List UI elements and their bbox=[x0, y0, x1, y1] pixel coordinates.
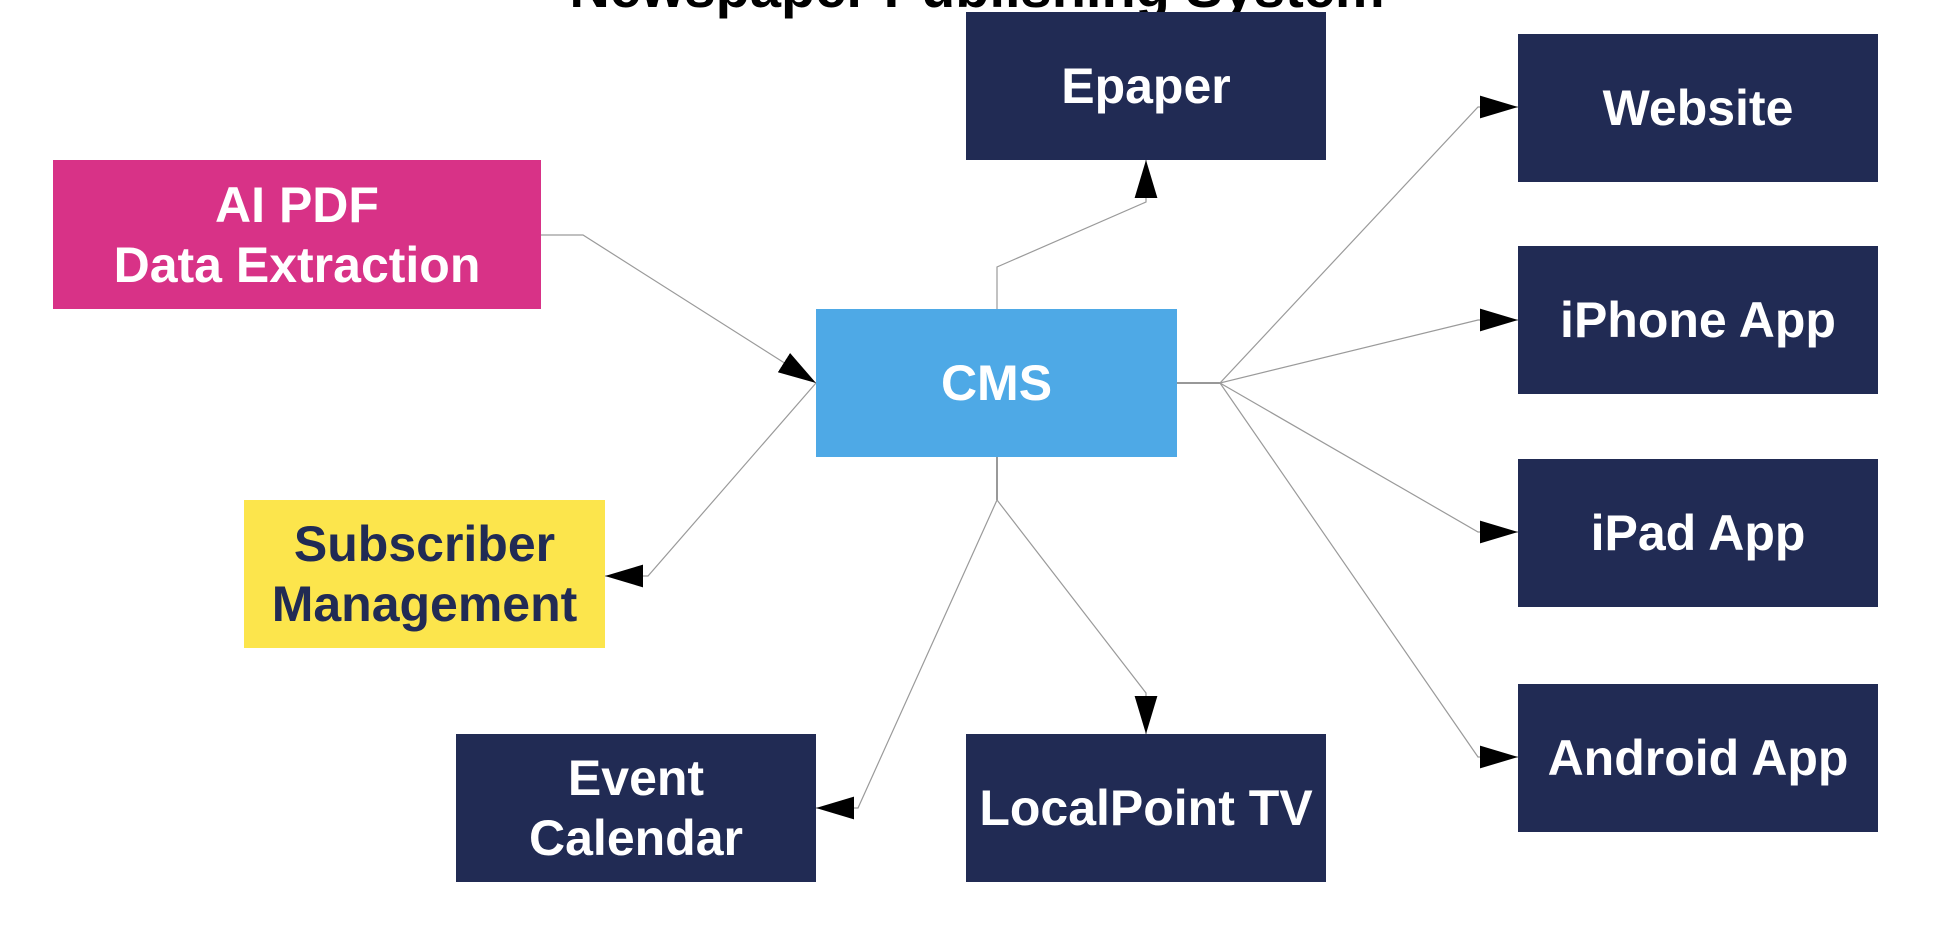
edge-cms-android bbox=[1219, 382, 1518, 769]
node-localpoint-tv: LocalPoint TV bbox=[966, 734, 1326, 882]
edge-cms-ipad bbox=[1219, 382, 1518, 544]
node-event-calendar: Event Calendar bbox=[456, 734, 816, 882]
node-epaper: Epaper bbox=[966, 12, 1326, 160]
edge-cms-event-calendar bbox=[816, 499, 998, 820]
diagram-title: Newspaper Publishing System bbox=[0, 0, 1954, 16]
node-ipad-app: iPad App bbox=[1518, 459, 1878, 607]
edge-cms-localpoint bbox=[996, 499, 1158, 734]
edge-cms-epaper bbox=[996, 160, 1158, 309]
edge-cms-iphone bbox=[1219, 308, 1518, 384]
edge-cms-subscriber bbox=[605, 346, 850, 588]
node-website: Website bbox=[1518, 34, 1878, 182]
node-iphone-app: iPhone App bbox=[1518, 246, 1878, 394]
edge-cms-website bbox=[1219, 95, 1518, 384]
edge-aipdf-cms bbox=[541, 234, 817, 384]
node-ai-pdf-data-extraction: AI PDF Data Extraction bbox=[53, 160, 541, 309]
node-subscriber-management: Subscriber Management bbox=[244, 500, 605, 648]
node-cms: CMS bbox=[816, 309, 1177, 457]
node-android-app: Android App bbox=[1518, 684, 1878, 832]
